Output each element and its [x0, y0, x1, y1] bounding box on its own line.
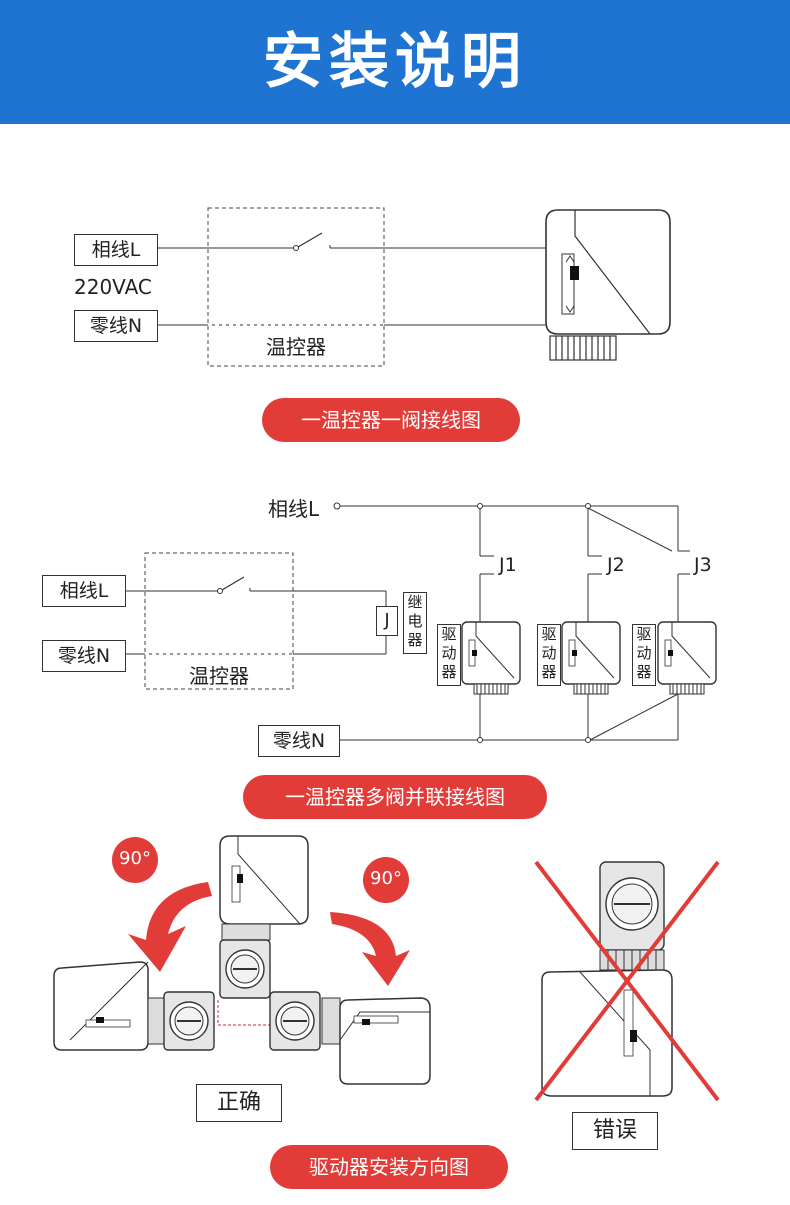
actuator-large	[545, 209, 671, 361]
correct-label: 正确	[196, 1084, 282, 1122]
switch-blade	[297, 232, 323, 248]
caption-one-valve: 一温控器一阀接线图	[262, 398, 520, 442]
actuator-right	[321, 997, 431, 1085]
phase-label: 相线L	[74, 234, 158, 266]
driver-label-2: 驱动器	[537, 624, 561, 686]
relay-j-label: J	[376, 606, 398, 636]
relay-label: 继电器	[403, 592, 427, 654]
rotate-left-arrow	[128, 882, 212, 972]
phase-label-2: 相线L	[42, 575, 126, 607]
angle-right-label: 90°	[370, 868, 402, 889]
actuator-left	[53, 961, 165, 1051]
nut-center	[219, 939, 271, 999]
thermostat-box-2	[144, 552, 294, 690]
page-title: 安装说明	[263, 27, 527, 97]
switch-j3-label: J3	[694, 554, 712, 576]
thermostat-label: 温控器	[266, 335, 326, 359]
diagram-multi-valve	[126, 502, 717, 743]
neutral-label-2: 零线N	[42, 640, 126, 672]
page-header: 安装说明	[0, 0, 790, 124]
nut-right	[269, 991, 321, 1051]
actuator-j2	[561, 621, 621, 695]
caption-multi-valve: 一温控器多阀并联接线图	[243, 775, 547, 819]
driver-label-3: 驱动器	[632, 624, 656, 686]
driver-label-1: 驱动器	[437, 624, 461, 686]
actuator-wrong	[541, 861, 673, 1097]
thermostat-label-2: 温控器	[189, 664, 249, 688]
switch-j2-label: J2	[607, 554, 625, 576]
actuator-j1	[461, 621, 521, 695]
neutral-bottom-label: 零线N	[258, 725, 340, 757]
diagram-one-valve	[155, 207, 671, 367]
actuator-center-top	[219, 835, 309, 941]
thermostat-box	[207, 207, 385, 367]
rotate-right-arrow	[330, 912, 410, 986]
neutral-label: 零线N	[74, 310, 158, 342]
diagram-orientation	[53, 835, 720, 1102]
wrong-label: 错误	[572, 1112, 658, 1150]
phase-top-label: 相线L	[268, 497, 320, 521]
caption-orientation: 驱动器安装方向图	[270, 1145, 508, 1189]
cross-line-2	[534, 860, 720, 1102]
nut-left	[163, 991, 215, 1051]
actuator-j3	[657, 621, 717, 695]
voltage-label: 220VAC	[74, 275, 152, 299]
switch-j1-label: J1	[499, 554, 517, 576]
angle-left-label: 90°	[119, 848, 151, 869]
